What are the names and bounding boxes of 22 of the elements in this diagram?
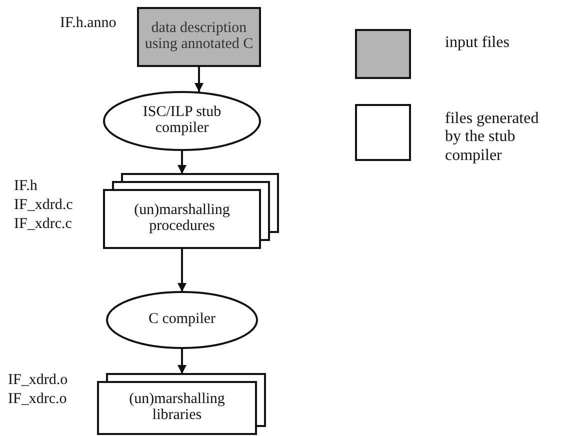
- node-label: C compiler: [148, 312, 216, 328]
- file-box: [137, 7, 261, 67]
- file-name: IF_xdrc.o: [8, 390, 67, 408]
- file-name: IF.h.anno: [60, 14, 116, 32]
- arrow: [194, 66, 204, 92]
- stacked-file-box: [103, 173, 279, 249]
- process-ellipse: [106, 291, 258, 349]
- stacked-file-box: [97, 373, 266, 435]
- legend-label: input files: [445, 34, 510, 52]
- file-name: IF.h: [14, 177, 38, 195]
- file-name: IF_xdrd.c: [14, 196, 73, 214]
- node-label: (un)marshalling libraries: [128, 392, 226, 424]
- process-ellipse: [103, 91, 261, 151]
- node-label: data description using annotated C: [144, 21, 254, 53]
- arrow: [178, 150, 186, 174]
- legend-label: files generated by the stub compiler: [445, 110, 540, 166]
- arrow: [178, 248, 186, 292]
- node-label: ISC/ILP stub compiler: [142, 105, 222, 137]
- file-name: IF_xdrd.o: [8, 371, 68, 389]
- node-label: (un)marshalling procedures: [133, 203, 231, 235]
- arrow: [178, 348, 186, 374]
- file-name: IF_xdrc.c: [14, 215, 72, 233]
